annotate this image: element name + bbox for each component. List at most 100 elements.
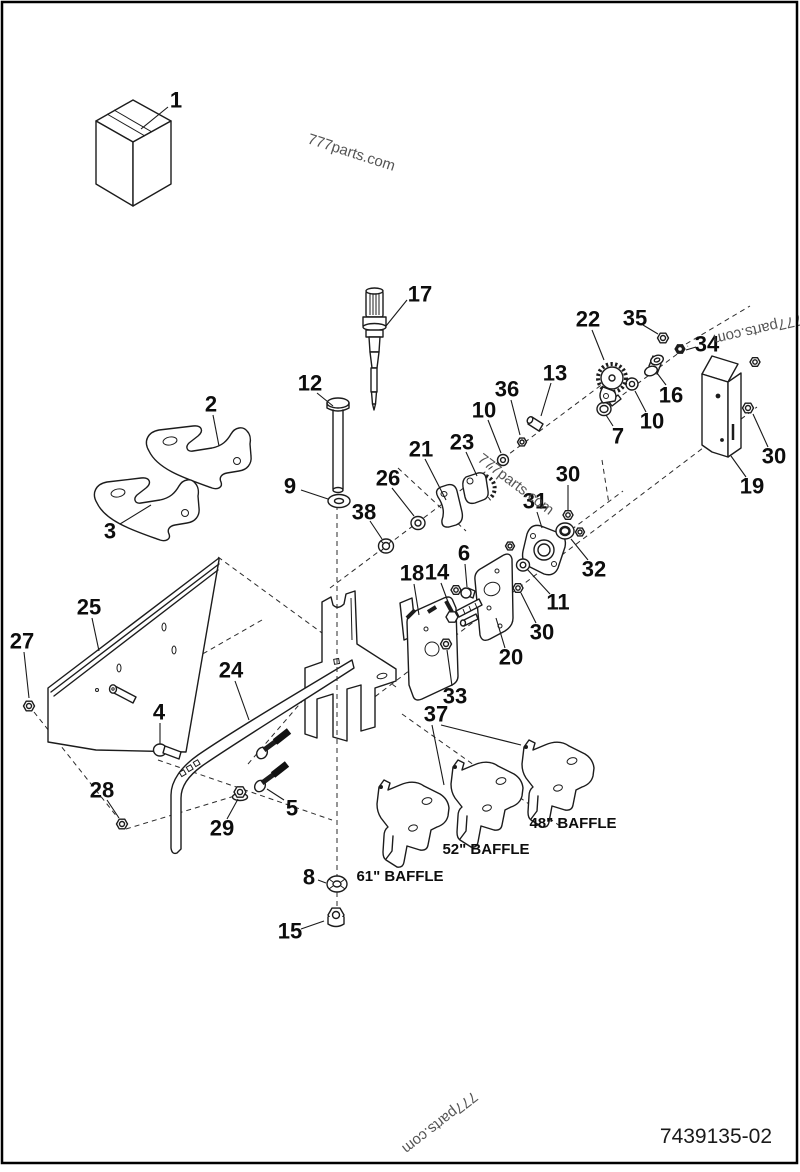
leader-line-8 — [317, 879, 327, 884]
part-38-lock-washer — [377, 538, 395, 554]
callout-17: 17 — [408, 282, 432, 307]
part-30-nut-lower — [512, 583, 524, 593]
part-10-washer-left — [496, 453, 510, 467]
part-33-nut — [439, 638, 453, 650]
callout-9: 9 — [284, 474, 296, 499]
part-5-bolts — [253, 728, 292, 793]
part-29-nut — [231, 786, 249, 802]
callout-23: 23 — [450, 430, 474, 455]
part-9-washer — [327, 493, 351, 509]
callout-29: 29 — [210, 816, 234, 841]
callout-36: 36 — [495, 377, 519, 402]
part-8-washer — [326, 875, 348, 893]
part-25-panel — [47, 557, 220, 753]
callout-37: 37 — [424, 702, 448, 727]
part-10-washer-right — [625, 377, 639, 391]
part-12-pin — [326, 397, 350, 494]
leader-line-37 — [431, 724, 445, 786]
callout-5: 5 — [286, 796, 298, 821]
part-16-bushing — [644, 354, 664, 377]
callout-25: 25 — [77, 595, 101, 620]
callout-20: 20 — [499, 645, 523, 670]
leader-line-19 — [730, 455, 747, 478]
callout-14: 14 — [425, 560, 450, 585]
leader-line-23 — [465, 451, 478, 477]
leader-line-25 — [91, 617, 100, 652]
leader-line-3 — [119, 504, 152, 525]
callout-11: 11 — [546, 590, 569, 615]
part-22-gear — [596, 362, 628, 404]
callout-33: 33 — [443, 684, 467, 709]
callout-32: 32 — [582, 557, 606, 582]
leader-line-10 — [634, 390, 647, 413]
callout-12: 12 — [298, 371, 322, 396]
part-26-washer — [410, 515, 426, 531]
nut-near-14 — [450, 585, 462, 595]
baffle-label-1: 52" BAFFLE — [442, 841, 529, 858]
part-15-nut — [327, 907, 345, 928]
leader-line-1 — [140, 106, 169, 130]
nut-top-right — [749, 357, 761, 367]
callout-6: 6 — [458, 541, 470, 566]
part-20-plate — [474, 553, 514, 642]
leader-line-21 — [424, 458, 447, 501]
leader-line-2 — [212, 414, 220, 447]
callout-28: 28 — [90, 778, 114, 803]
part-17-shaft — [362, 287, 387, 411]
callout-3: 3 — [104, 519, 116, 544]
callout-10: 10 — [472, 398, 496, 423]
hardware-parts — [22, 99, 761, 928]
callout-15: 15 — [278, 919, 302, 944]
part-1-box — [95, 99, 172, 207]
part-36-nut — [516, 437, 528, 447]
leader-line-15 — [300, 920, 325, 930]
leader-line-9 — [300, 489, 329, 500]
watermark-3: 777parts.com — [399, 1088, 481, 1157]
leader-line-27 — [23, 651, 30, 699]
callout-26: 26 — [376, 466, 400, 491]
callout-16: 16 — [659, 383, 683, 408]
leader-line-7 — [605, 414, 614, 427]
leader-line-24 — [234, 680, 250, 721]
leader-line-30 — [520, 592, 537, 624]
callout-24: 24 — [219, 658, 244, 683]
leader-line-32 — [570, 538, 589, 561]
callout-19: 19 — [740, 474, 764, 499]
leader-lines — [23, 106, 769, 930]
part-24-bar — [170, 659, 355, 855]
callout-31: 31 — [523, 489, 547, 514]
leader-line-18 — [413, 583, 420, 616]
leader-line-38 — [369, 520, 383, 540]
large-parts — [47, 355, 742, 868]
baffle-61 — [376, 779, 450, 868]
leader-line-13 — [540, 382, 552, 417]
part-32-collar — [555, 522, 575, 540]
callout-27: 27 — [10, 629, 34, 654]
baffle-label-0: 61" BAFFLE — [356, 868, 443, 885]
callout-4: 4 — [153, 700, 166, 725]
leader-line-5 — [266, 788, 285, 801]
part-13-pin — [526, 416, 544, 432]
callout-34: 34 — [695, 332, 720, 357]
leader-line-12 — [316, 392, 334, 407]
watermark-1: 777parts.com — [712, 311, 800, 348]
callout-30: 30 — [556, 462, 580, 487]
callout-2: 2 — [205, 392, 217, 417]
callout-1: 1 — [170, 88, 182, 113]
part-18-plate — [399, 596, 459, 701]
callout-7: 7 — [612, 424, 624, 449]
nut-small-left — [504, 541, 516, 551]
leader-line-16 — [656, 372, 667, 386]
part-27-nut — [22, 700, 36, 712]
part-35-nut — [656, 332, 670, 344]
leader-line-26 — [391, 487, 415, 517]
washers — [326, 377, 639, 893]
part-11-washer — [515, 558, 531, 572]
part-30-nut-top — [562, 510, 574, 520]
callout-38: 38 — [352, 500, 376, 525]
leader-line-28 — [106, 799, 120, 819]
callout-10: 10 — [640, 409, 664, 434]
